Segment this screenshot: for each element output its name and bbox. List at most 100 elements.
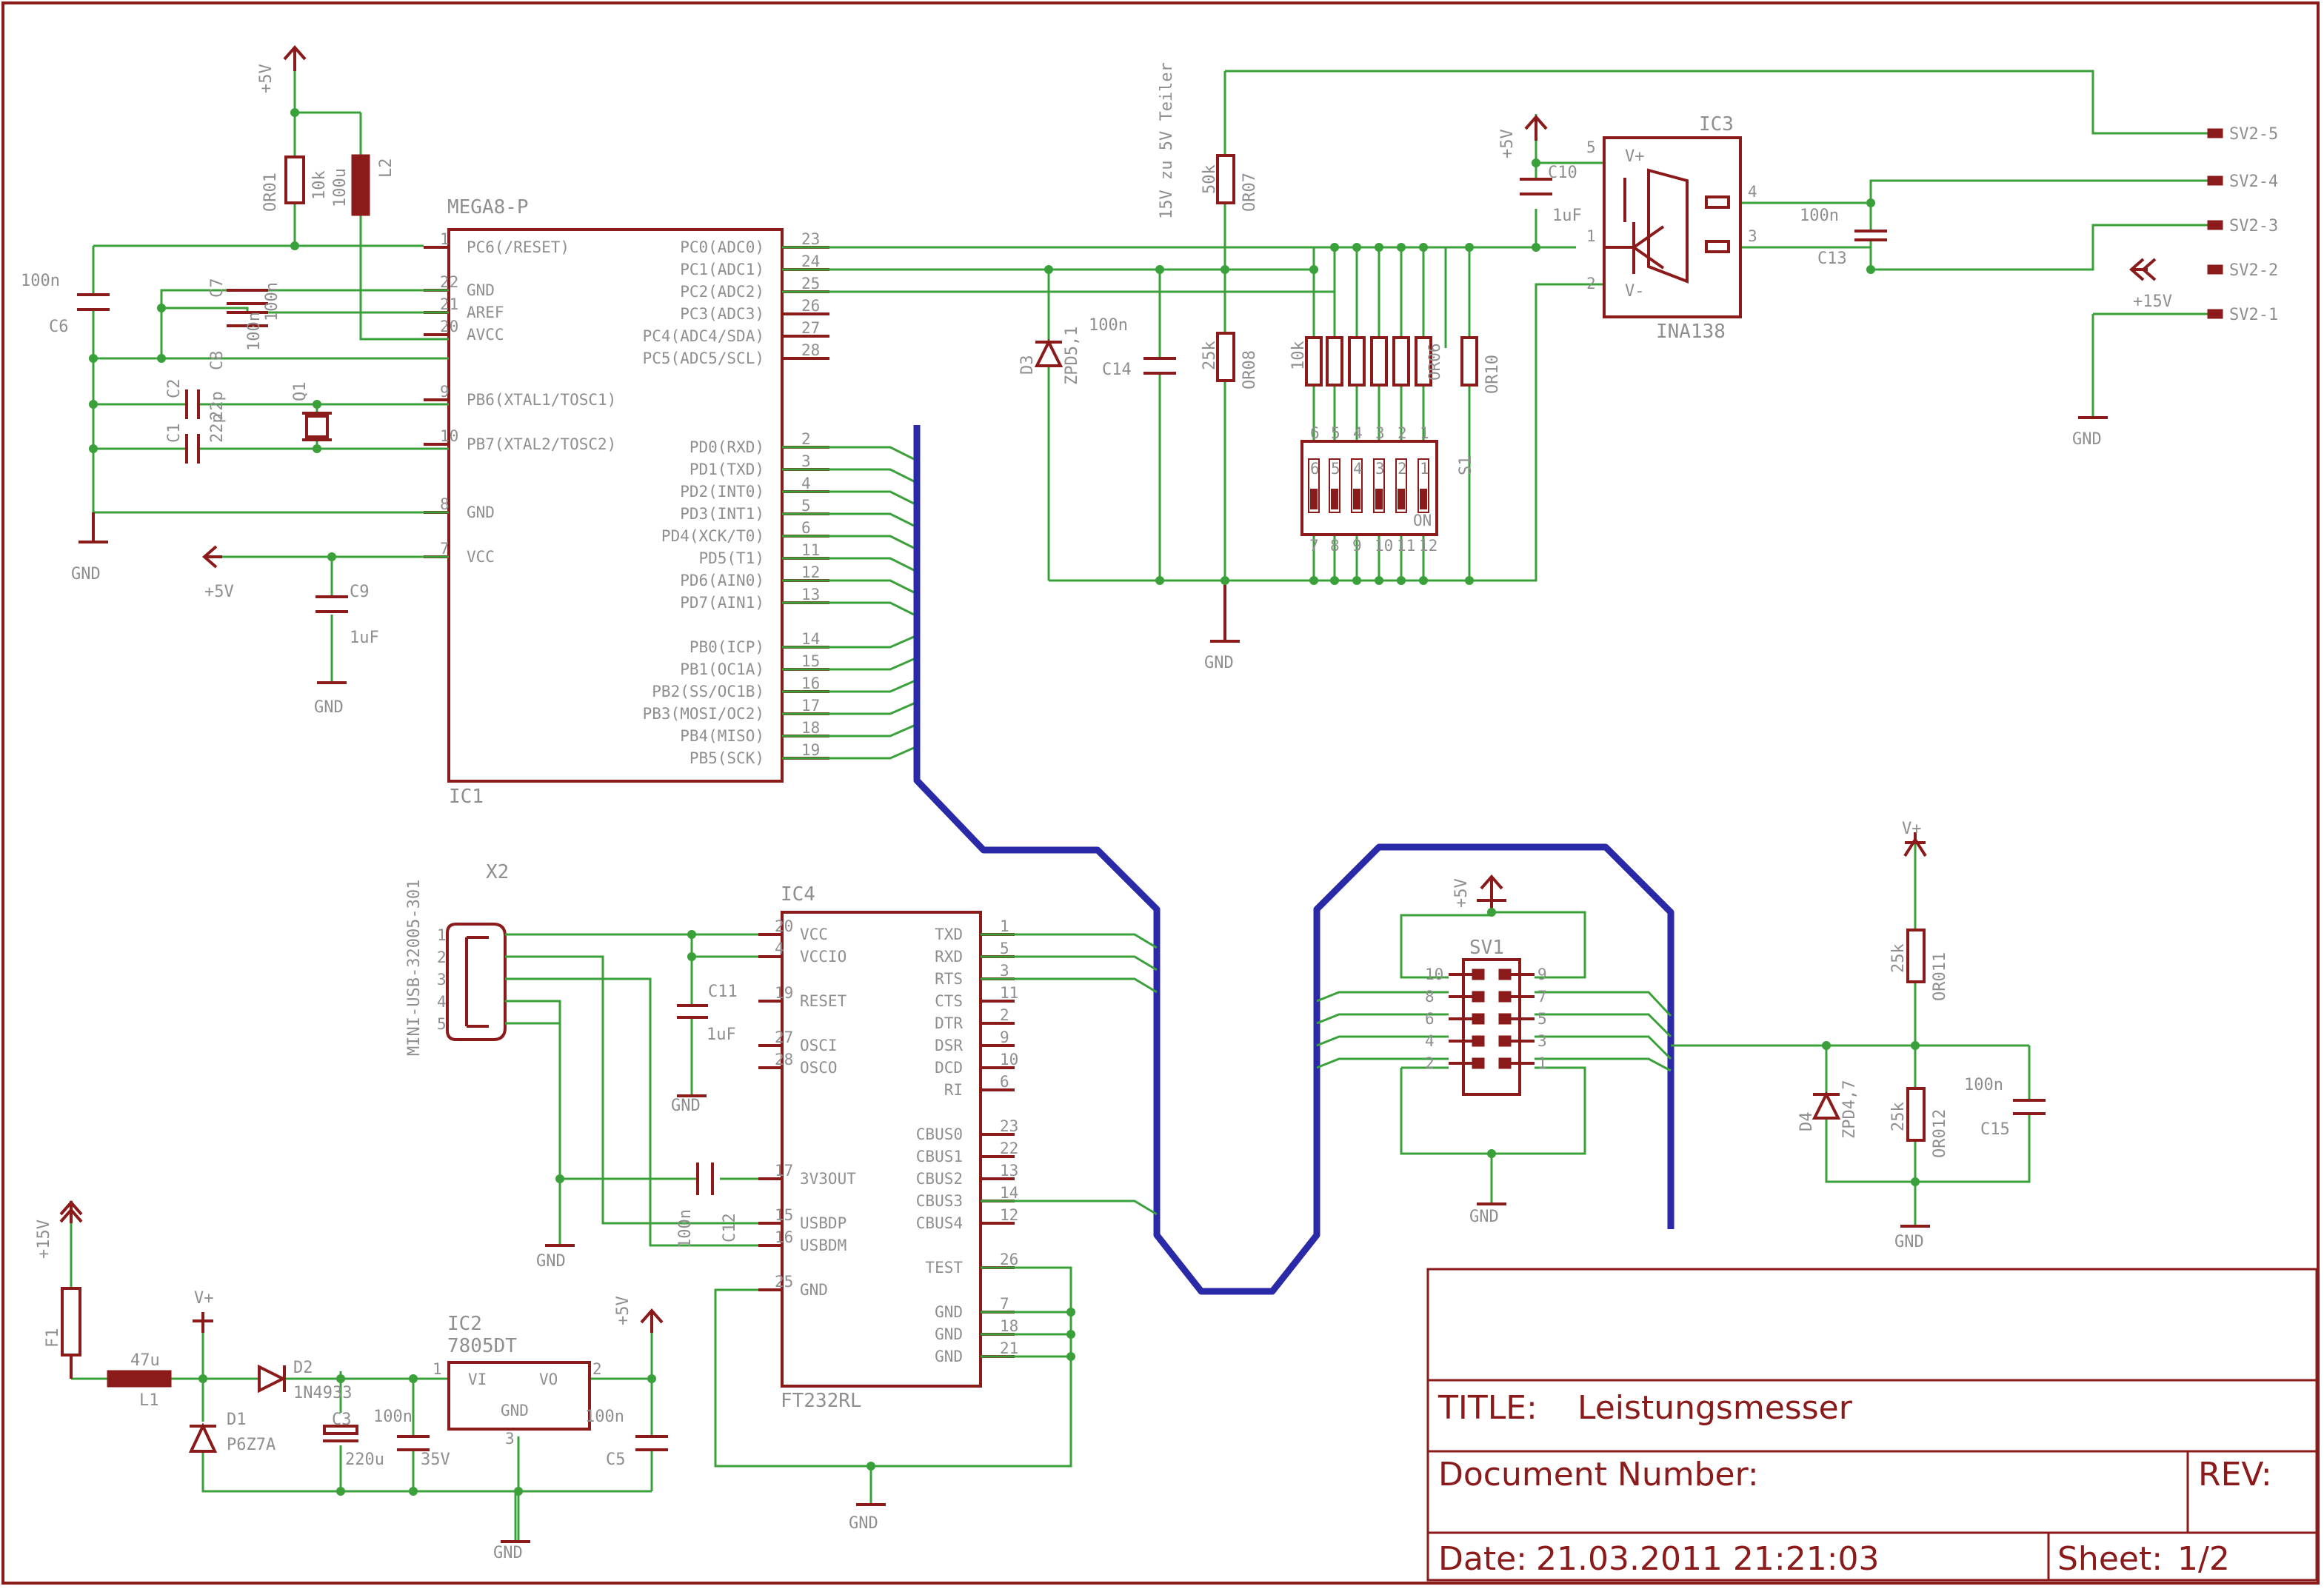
- ic4-part: FT232RL: [781, 1390, 862, 1412]
- r11-ref: OR011: [1931, 952, 1949, 1001]
- s1-inner-num: 1: [1420, 460, 1429, 478]
- ic1-pin-name: PD2(INT0): [680, 483, 764, 501]
- c15-ref: C15: [1980, 1120, 2010, 1139]
- ic4-pin-11: CTS 11: [935, 984, 1018, 1010]
- ic4-pin-name: VCCIO: [800, 948, 847, 966]
- c4-val: 100n: [373, 1408, 413, 1426]
- ic4-pin-num: 25: [775, 1273, 793, 1291]
- ic1-pin-name: PB5(SCK): [689, 749, 764, 767]
- svg-text:4: 4: [1748, 183, 1757, 201]
- ic1-pin-name: PB4(MISO): [680, 727, 764, 745]
- ic1-pin-name: PD5(T1): [698, 549, 764, 567]
- ic1-pin-15: PB1(OC1A)15: [680, 652, 829, 678]
- ic1-pin-name: PC0(ADC0): [680, 238, 764, 256]
- ic4-pin-num: 22: [1000, 1140, 1018, 1157]
- ic4-pin-name: CTS: [935, 992, 963, 1010]
- svg-text:VI: VI: [468, 1371, 487, 1388]
- ic1-pin-num: 1: [440, 230, 450, 248]
- ic4-pin-name: GND: [935, 1348, 963, 1365]
- l2-body: [351, 154, 370, 216]
- rbank-ref-b: OR10: [1483, 355, 1502, 394]
- ic4-pin-name: DSR: [935, 1037, 963, 1054]
- ic4-pin-name: CBUS3: [916, 1192, 963, 1210]
- d1-ref: D1: [227, 1411, 247, 1429]
- ic1-pin-num: 25: [801, 275, 820, 292]
- ic4-pin-num: 10: [1000, 1051, 1018, 1068]
- gnd-label-5: GND: [671, 1097, 701, 1115]
- s1-inner-num: 5: [1331, 460, 1340, 478]
- s1-top-num: 6: [1310, 424, 1320, 442]
- sv1-pin-1: [1498, 1057, 1512, 1069]
- ic2-part: 7805DT: [447, 1335, 517, 1357]
- ic1-pin-name: PC2(ADC2): [680, 283, 764, 301]
- s1-inner-num: 3: [1375, 460, 1385, 478]
- ic1-pin-name: PC6(/RESET): [467, 238, 570, 256]
- ic1-pin-1: PC6(/RESET) 1: [424, 230, 570, 256]
- ic4-pin-num: 9: [1000, 1028, 1009, 1046]
- ic1-pin-23: PC0(ADC0)23: [680, 230, 829, 256]
- ic4-pin-num: 11: [1000, 984, 1018, 1002]
- ic4-pin-name: 3V3OUT: [800, 1170, 856, 1188]
- ic3-ref: IC3: [1699, 113, 1734, 136]
- ic4-pin-num: 28: [775, 1051, 793, 1068]
- sheet-value: 1/2: [2177, 1540, 2230, 1578]
- ic1-pin-name: VCC: [467, 548, 495, 566]
- ic1-pin-name: PD3(INT1): [680, 505, 764, 523]
- ic1-pin-5: PD3(INT1)5: [680, 497, 829, 523]
- ic4-pin-num: 5: [1000, 940, 1009, 957]
- l2-ref: L2: [377, 158, 395, 178]
- p15v-label-1: +15V: [2133, 292, 2172, 311]
- r07-note: 15V zu 5V Teiler: [1158, 62, 1176, 219]
- gnd-label-8: GND: [1469, 1208, 1499, 1226]
- sv1-pin-num: 4: [1425, 1032, 1435, 1050]
- ic1-pin-name: GND: [467, 281, 495, 299]
- sv2-pin: [2207, 175, 2223, 186]
- c12-val: 100n: [676, 1209, 695, 1248]
- ic1-pin-19: PB5(SCK)19: [689, 741, 829, 767]
- ic1-pin-num: 6: [801, 519, 811, 537]
- p5v-label-1: +5V: [257, 64, 276, 93]
- ic4-pin-name: OSCO: [800, 1059, 838, 1077]
- p5v-label-5: +5V: [614, 1296, 632, 1325]
- p5v-label-2: +5V: [204, 583, 234, 601]
- ic1-part: MEGA8-P: [447, 196, 529, 218]
- ic1-pin-name: PC4(ADC4/SDA): [643, 327, 764, 345]
- ic1-pin-num: 20: [440, 318, 458, 335]
- c2-val: 22p: [208, 391, 227, 421]
- ic4-pin-name: CBUS1: [916, 1148, 963, 1165]
- s1-bottom-num: 11: [1397, 537, 1415, 555]
- ic1-pin-num: 10: [440, 427, 458, 445]
- sv1-pin-2: [1472, 1057, 1485, 1069]
- sv1-pin-9: [1498, 969, 1512, 980]
- gnd-label-3: GND: [1204, 654, 1234, 672]
- sv2-pin: [2207, 309, 2223, 319]
- ic1-pin-num: 26: [801, 297, 820, 315]
- ic1-pin-name: AVCC: [467, 326, 504, 344]
- r07-val: 50k: [1201, 164, 1219, 194]
- ic4-pin-num: 23: [1000, 1117, 1018, 1135]
- svg-text:3: 3: [505, 1430, 515, 1448]
- ic4-pin-name: GND: [935, 1325, 963, 1343]
- svg-text:VO: VO: [539, 1371, 558, 1388]
- ic1-pin-name: PB0(ICP): [689, 638, 764, 656]
- c8-val: 100n: [245, 312, 264, 351]
- ic4-pin-name: CBUS2: [916, 1170, 963, 1188]
- reset-network: +5V OR01 10k 100u L2 100n C6 C7 100n C8 …: [21, 44, 449, 717]
- s1-top-num: 5: [1331, 424, 1340, 442]
- ic1-pin-num: 15: [801, 652, 820, 670]
- c5-ref: C5: [606, 1451, 626, 1469]
- c10-val: 1uF: [1552, 207, 1582, 225]
- sv1-pin-num: 3: [1537, 1032, 1547, 1050]
- ic4-pin-num: 21: [1000, 1339, 1018, 1357]
- svg-text:2: 2: [1586, 275, 1596, 292]
- gnd-label-7: GND: [849, 1514, 878, 1533]
- ic1-pin-26: PC3(ADC3)26: [680, 297, 829, 323]
- ic1-pin-num: 7: [440, 540, 450, 558]
- x2-pin-5: 5: [437, 1015, 447, 1033]
- svg-text:1: 1: [1586, 227, 1596, 245]
